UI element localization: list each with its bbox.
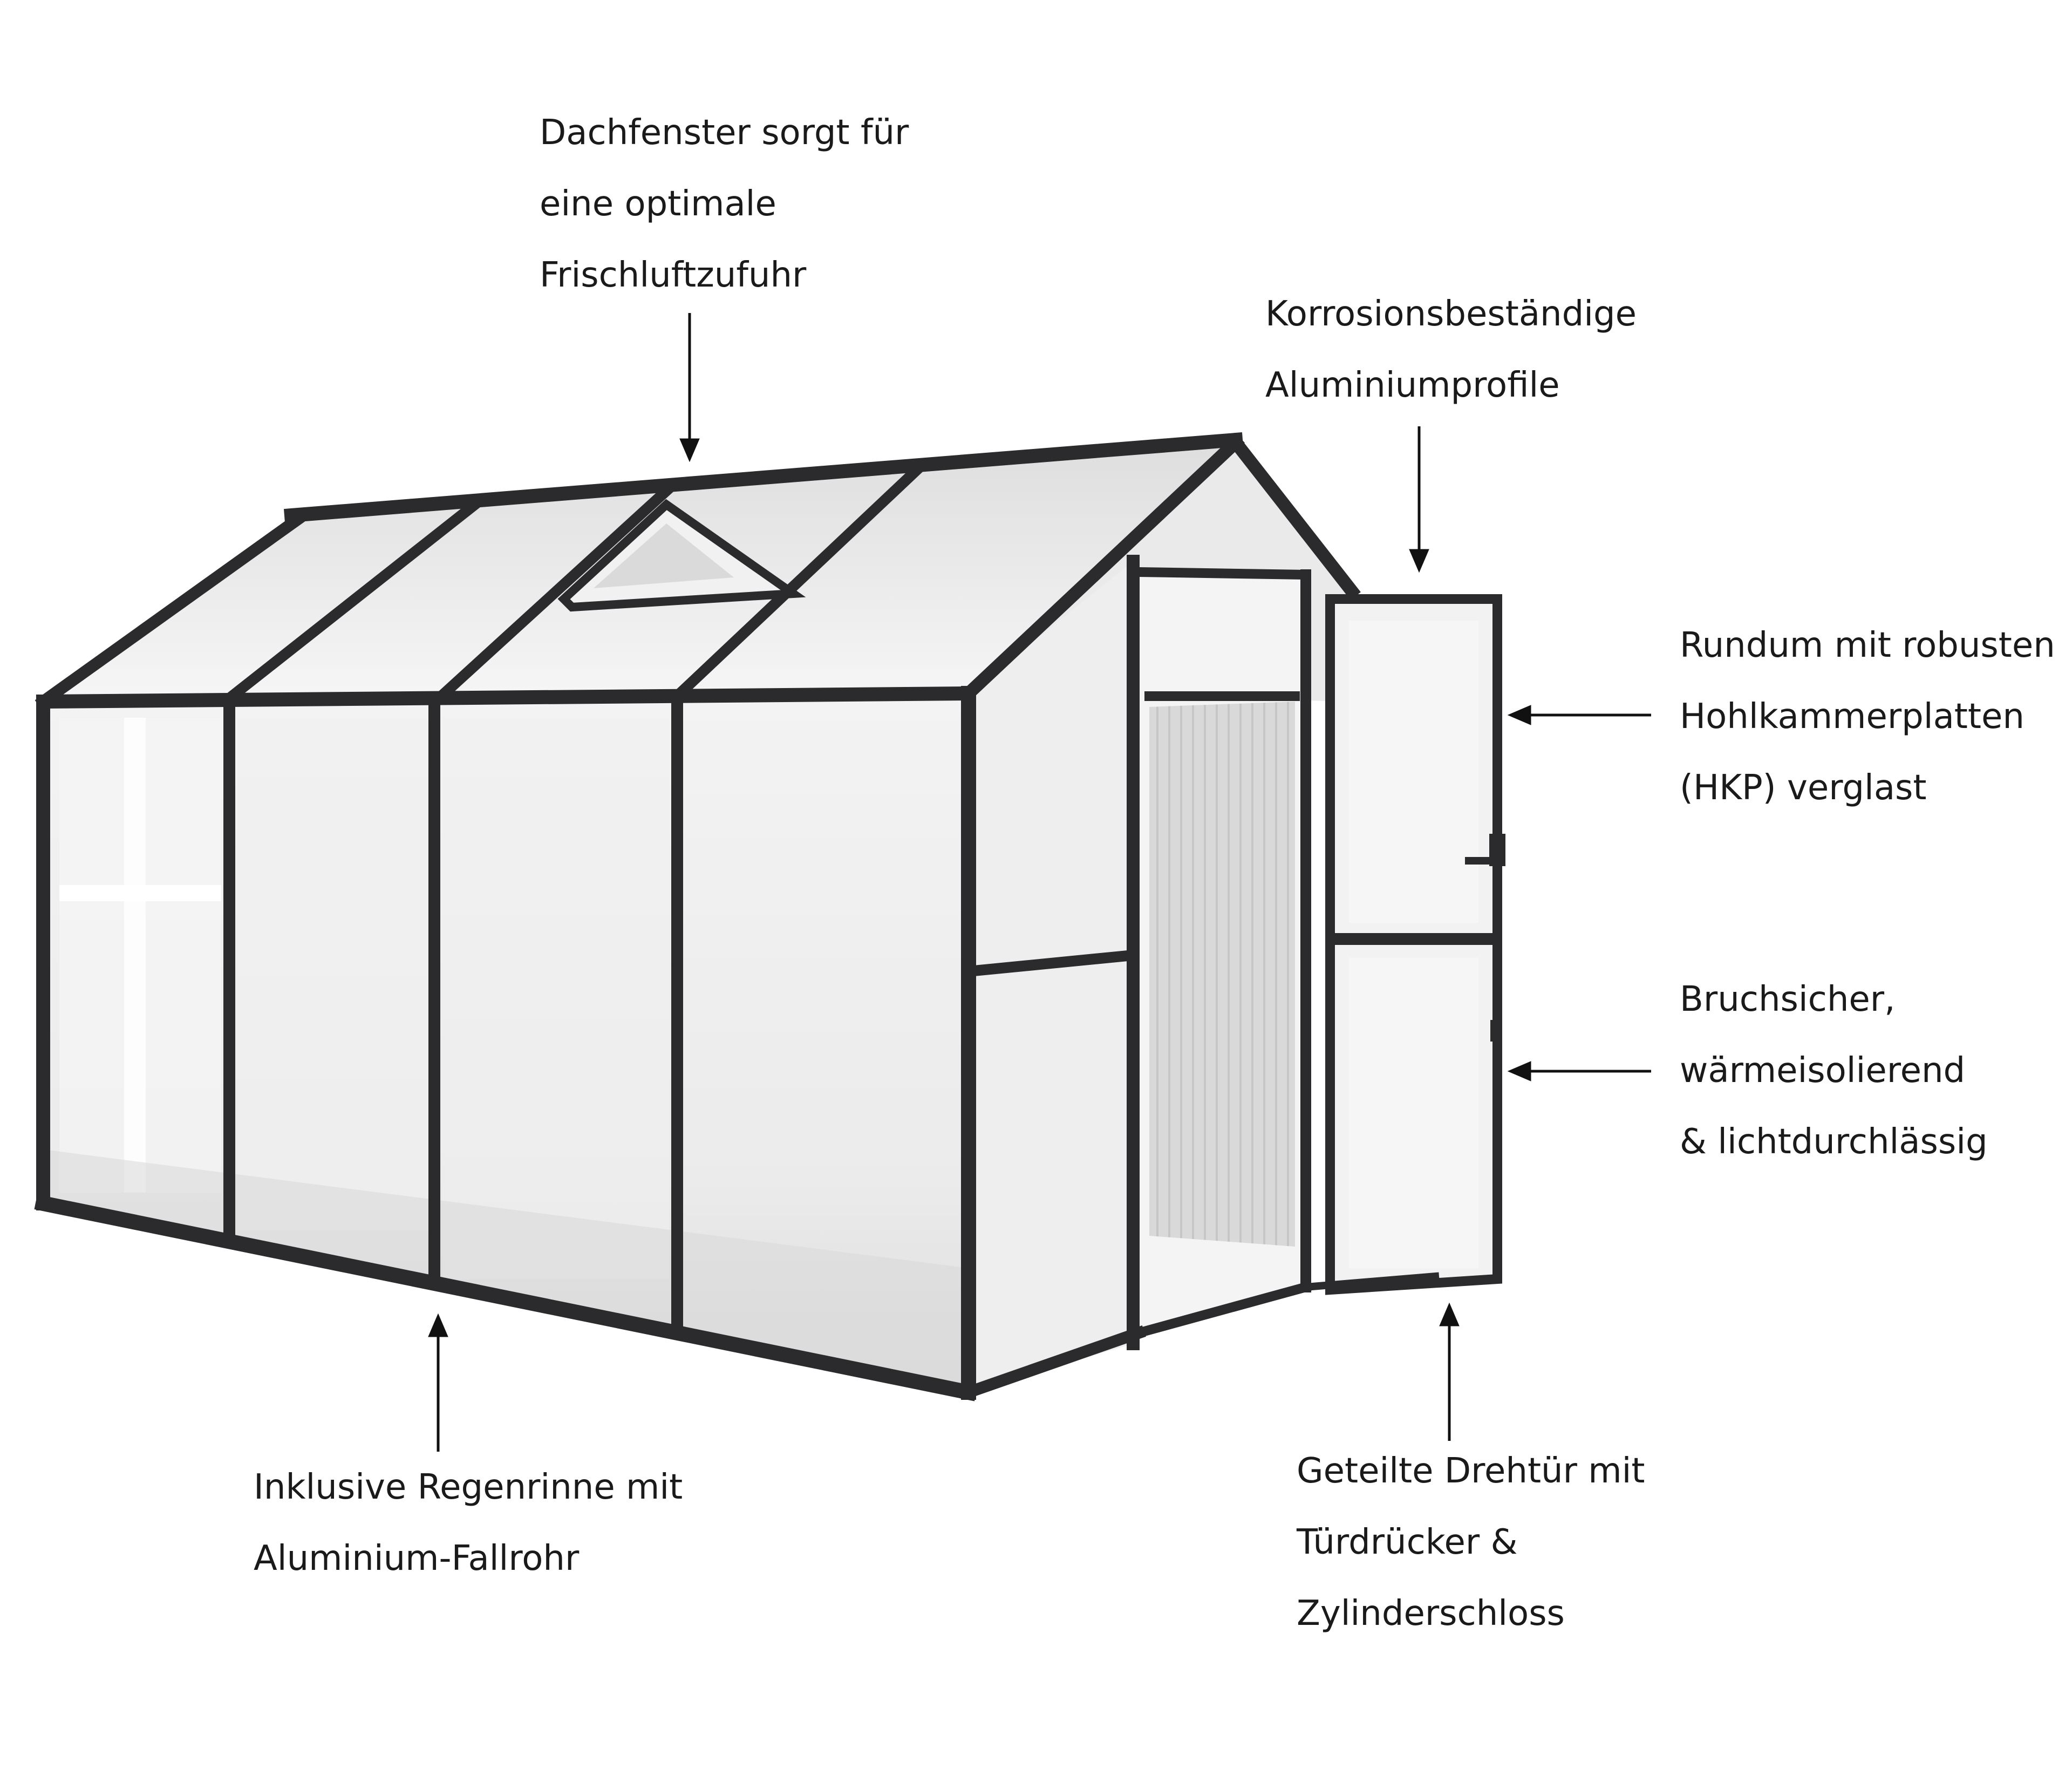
- callout-line: Zylinderschloss: [1297, 1594, 1565, 1634]
- front-wall-left: [969, 561, 1133, 1392]
- callout-gutter: Inklusive Regenrinne mit Aluminium-Fallr…: [254, 1452, 683, 1594]
- aluminium-frame: [34, 432, 1440, 1401]
- callout-line: wärmeisolierend: [1680, 1051, 1966, 1091]
- callout-line: eine optimale: [540, 184, 776, 224]
- callout-roof-window: Dachfenster sorgt für eine optimale Fris…: [540, 97, 909, 311]
- callout-line: Korrosionsbeständige: [1265, 294, 1637, 334]
- back-wall-ribbed: [1149, 702, 1295, 1247]
- callout-line: Aluminiumprofile: [1265, 365, 1560, 405]
- callout-door: Geteilte Drehtür mit Türdrücker & Zylind…: [1297, 1435, 1645, 1649]
- callout-line: Geteilte Drehtür mit: [1297, 1451, 1645, 1491]
- roof-window-glass: [594, 523, 734, 588]
- callout-aluminium: Korrosionsbeständige Aluminiumprofile: [1265, 278, 1637, 421]
- door-lock: [1490, 1020, 1502, 1042]
- callout-line: Dachfenster sorgt für: [540, 113, 909, 153]
- callout-hkp: Rundum mit robusten Hohlkammerplatten (H…: [1680, 610, 2055, 824]
- callout-line: & lichtdurchlässig: [1680, 1122, 1988, 1162]
- callout-line: Rundum mit robusten: [1680, 625, 2055, 665]
- callout-line: Bruchsicher,: [1680, 979, 1896, 1019]
- callout-line: Hohlkammerplatten: [1680, 697, 2025, 737]
- callout-line: Aluminium-Fallrohr: [254, 1539, 580, 1578]
- callout-break-proof: Bruchsicher, wärmeisolierend & lichtdurc…: [1680, 964, 1988, 1178]
- callout-line: (HKP) verglast: [1680, 768, 1927, 808]
- callout-line: Frischluftzufuhr: [540, 255, 807, 295]
- callout-line: Türdrücker &: [1297, 1522, 1518, 1562]
- callout-arrows: [428, 313, 1651, 1452]
- callout-line: Inklusive Regenrinne mit: [254, 1467, 683, 1507]
